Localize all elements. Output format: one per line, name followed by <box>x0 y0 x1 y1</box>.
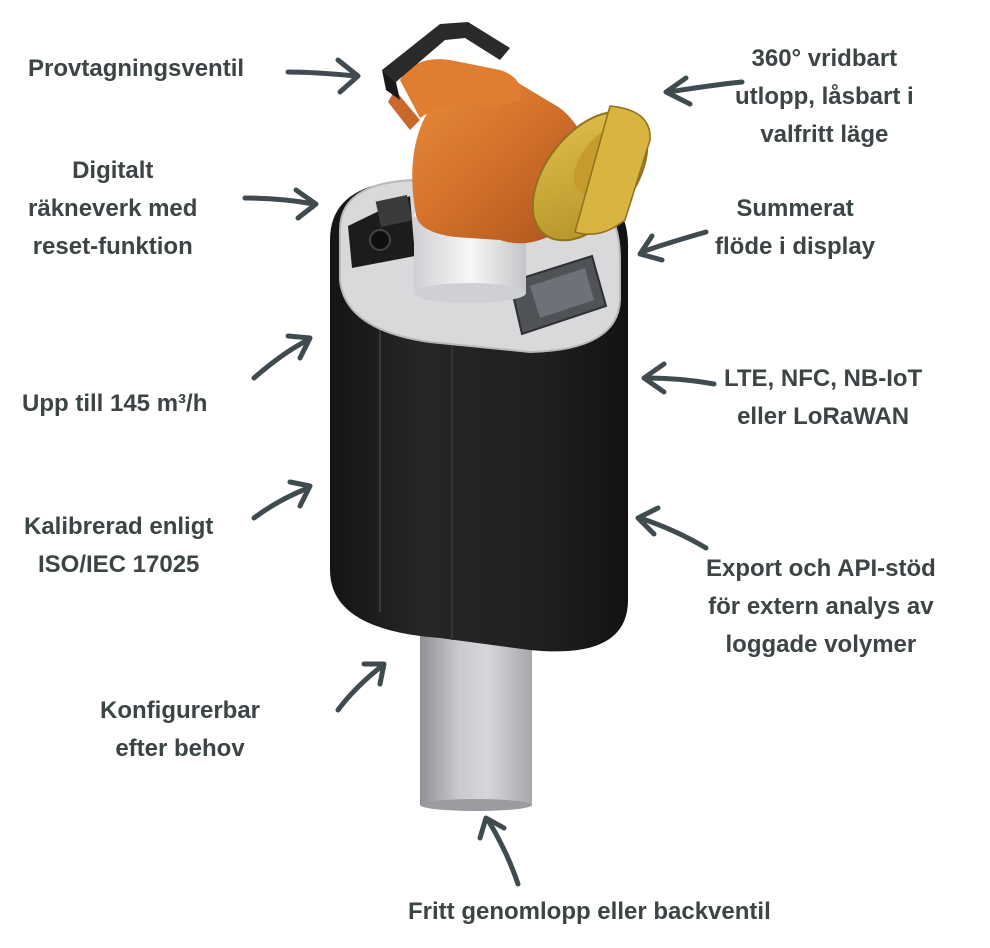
sampling-valve-handle <box>382 22 510 100</box>
label-connectivity: LTE, NFC, NB-IoT eller LoRaWAN <box>724 365 923 430</box>
flow-display <box>508 254 608 336</box>
arrow-sampling-valve <box>285 57 361 95</box>
outlet-flange <box>531 105 651 242</box>
arrow-connectivity <box>641 361 717 395</box>
arrow-calibration <box>251 479 313 521</box>
label-outlet: 360° vridbart utlopp, låsbart i valfritt… <box>735 45 914 148</box>
label-configurable: Konfigurerbar efter behov <box>100 697 261 762</box>
arrow-configurable <box>335 661 387 713</box>
counter-module <box>348 194 415 268</box>
arrow-display-flow <box>637 229 709 263</box>
arrow-capacity <box>251 333 313 381</box>
arrow-passage <box>477 815 521 887</box>
label-export: Export och API-stöd för extern analys av… <box>706 555 936 658</box>
arrow-export <box>635 505 709 551</box>
label-calibration: Kalibrerad enligt ISO/IEC 17025 <box>24 513 214 578</box>
arrow-outlet <box>663 75 745 107</box>
arrow-counter <box>242 187 319 221</box>
label-capacity: Upp till 145 m³/h <box>22 390 208 417</box>
label-display-flow: Summerat flöde i display <box>715 195 876 260</box>
label-passage: Fritt genomlopp eller backventil <box>408 898 771 925</box>
label-sampling-valve: Provtagningsventil <box>28 55 245 82</box>
label-counter: Digitalt räkneverk med reset-funktion <box>28 157 198 260</box>
